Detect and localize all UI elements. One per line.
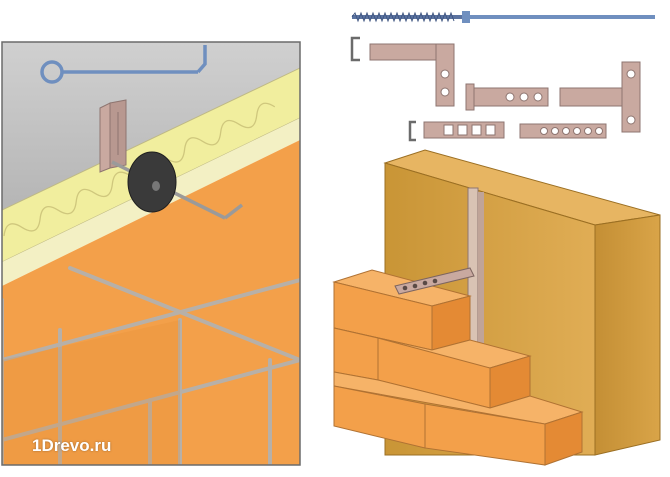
flat-plate-icon (465, 83, 549, 111)
left-wall-section (2, 42, 300, 465)
threaded-rod-icon (351, 11, 655, 23)
fasteners-catalog (350, 11, 655, 142)
slotted-plate-icon (408, 120, 505, 142)
perforated-strip-icon (519, 123, 607, 139)
timber-side (594, 214, 661, 456)
t-plate-icon (559, 61, 641, 133)
site-watermark: 1Drevo.ru (32, 436, 112, 455)
left-panel-frame (1, 41, 301, 466)
l-bracket-icon (350, 36, 455, 107)
washer-icon (127, 151, 177, 213)
brick-steps (332, 269, 584, 466)
mortar-joints (2, 266, 300, 465)
concrete-layer (2, 42, 300, 210)
tie-plate (394, 267, 475, 295)
wall-tie-hardware (40, 45, 244, 220)
timber-and-brick-illustration (332, 149, 661, 466)
vertical-bracket (99, 102, 111, 173)
